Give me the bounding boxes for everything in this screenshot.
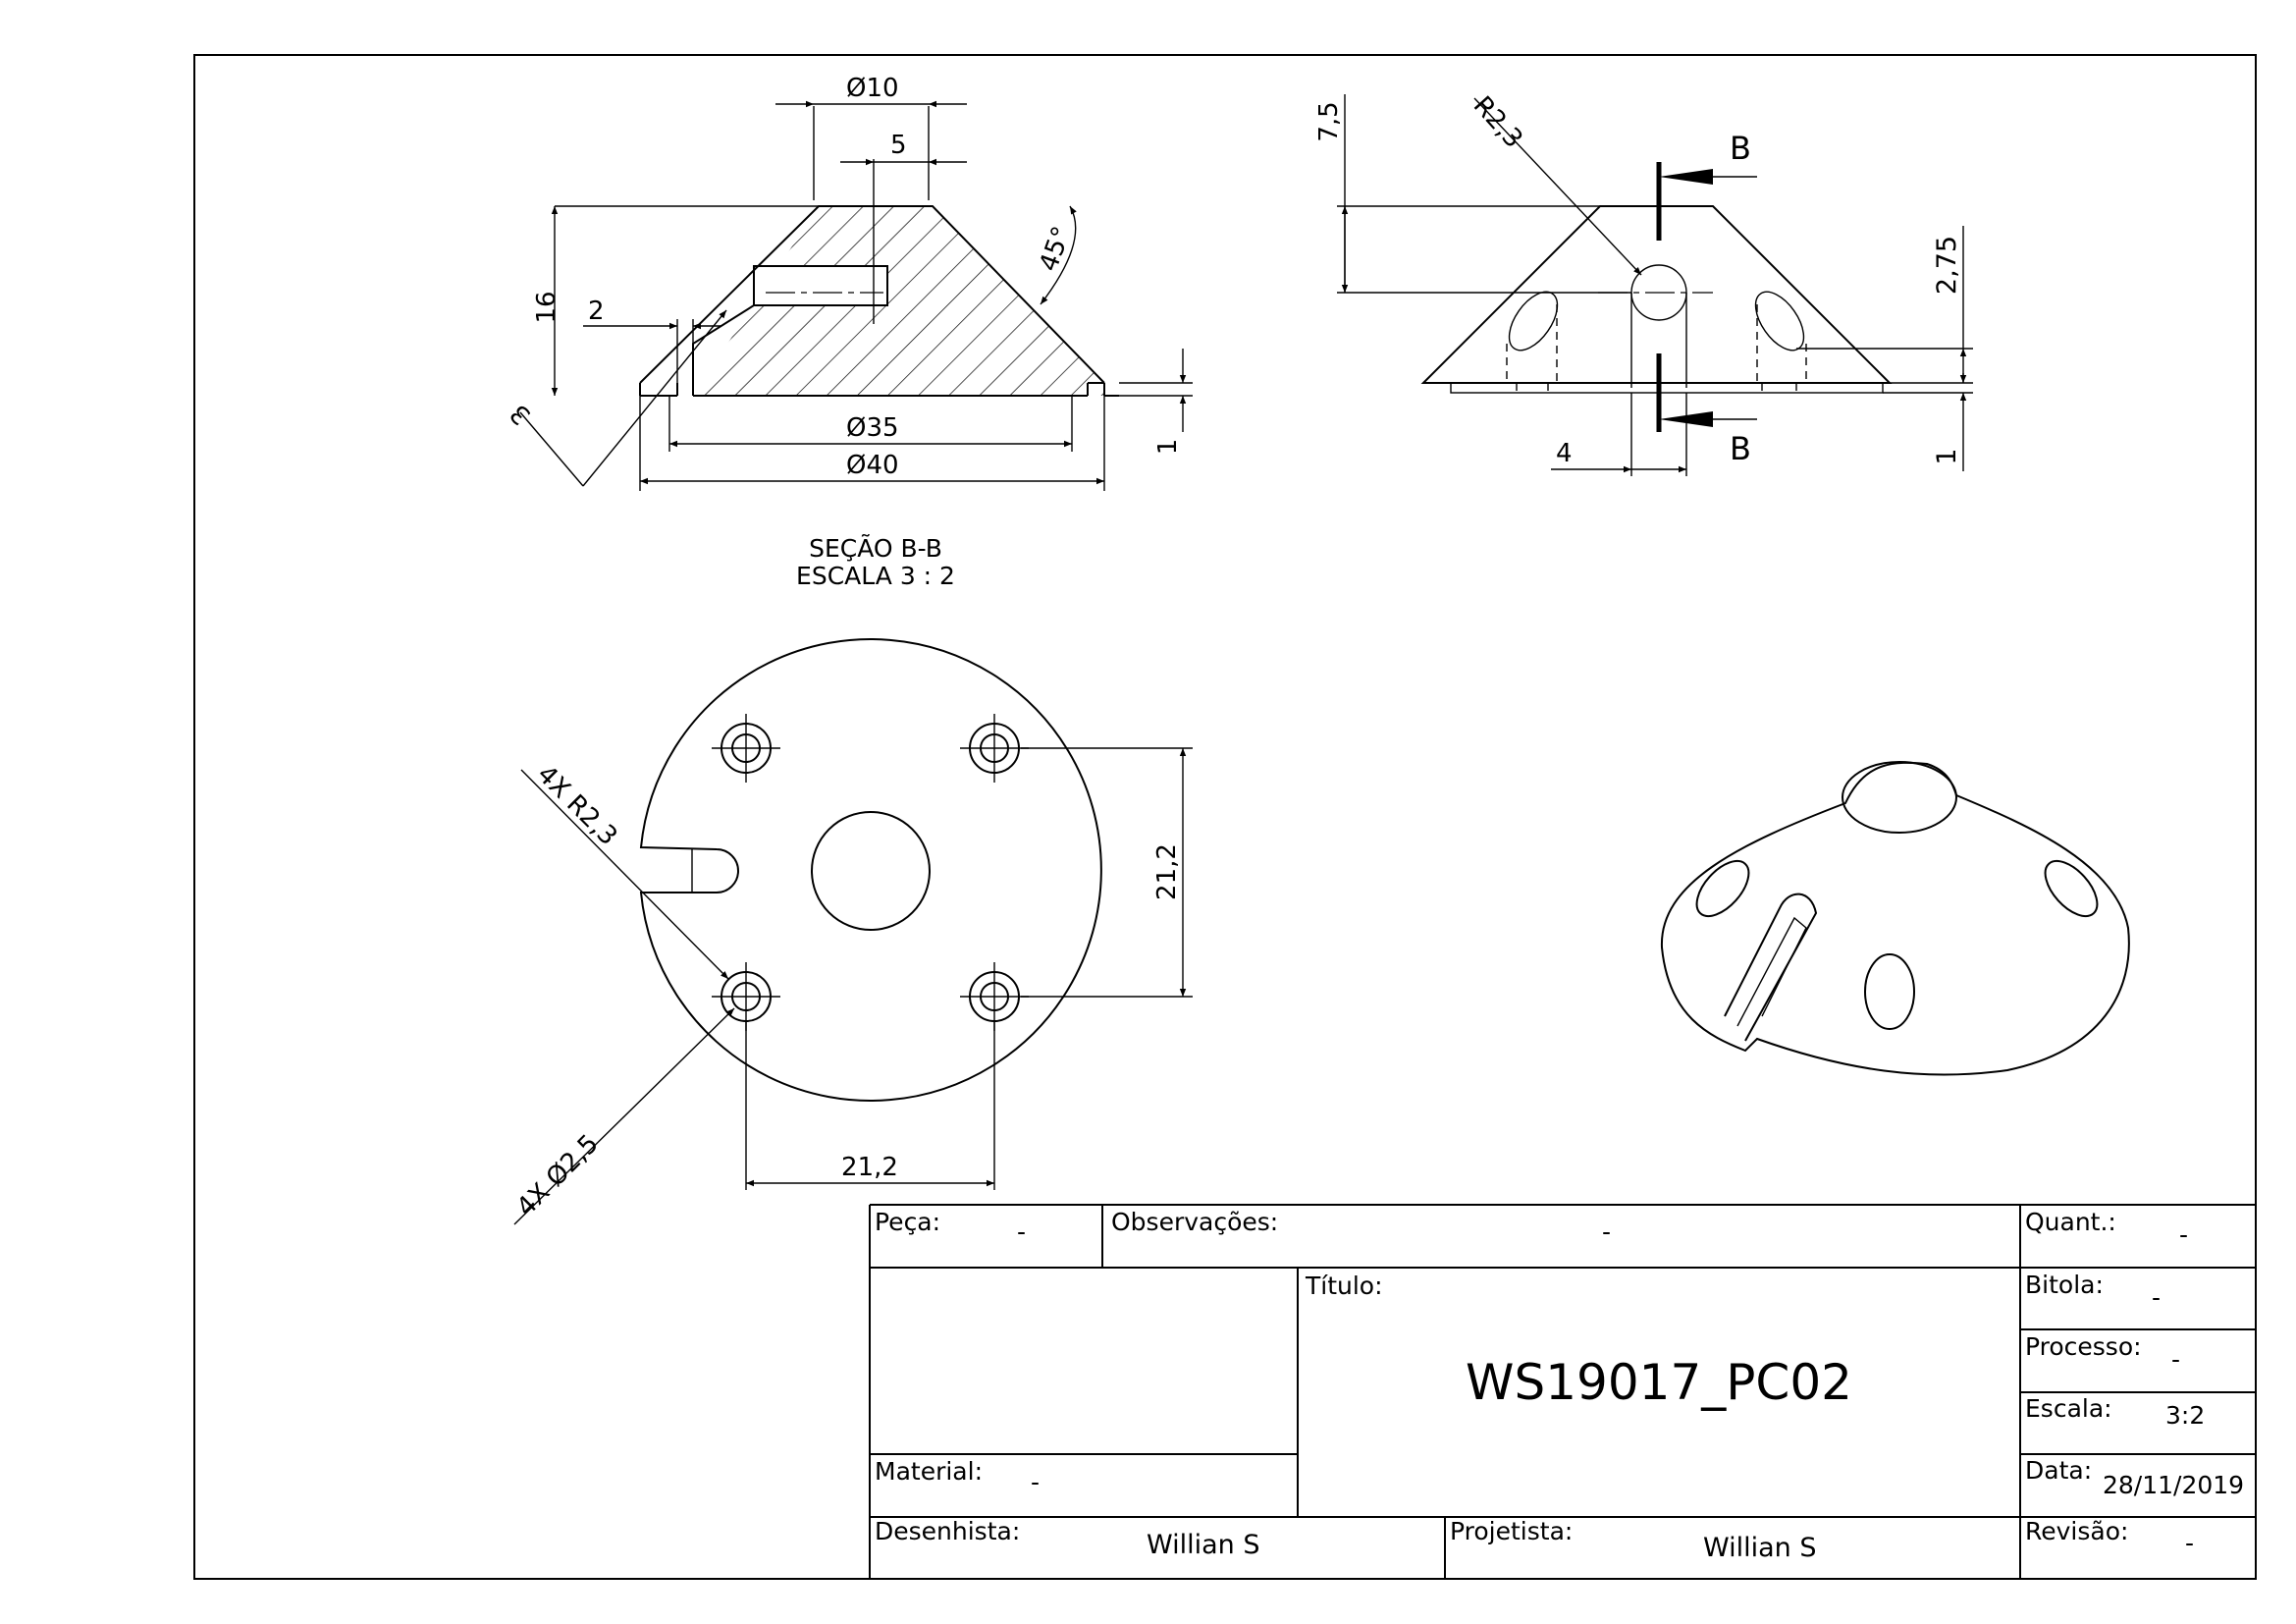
title-block: Peça: - Observações: - Quant.: - Título:… <box>869 1204 2256 1579</box>
bolt-hole-tl <box>712 714 780 783</box>
dim-front-1: 1 <box>1932 448 1962 464</box>
observacoes-value: - <box>1602 1218 1611 1246</box>
peca-value: - <box>1017 1218 1026 1246</box>
dim-1: 1 <box>1153 439 1183 456</box>
bolt-hole-tr <box>960 714 1029 783</box>
quant-value: - <box>2179 1220 2188 1249</box>
iso-slot <box>1724 893 1818 1042</box>
dim-h21-2: 21,2 <box>841 1153 898 1182</box>
desenhista-value: Willian S <box>1147 1530 1260 1560</box>
section-scale: ESCALA 3 : 2 <box>796 562 955 590</box>
dim-4x-r2-3: 4X R2,3 <box>531 760 622 851</box>
front-base-flange <box>1450 382 1884 394</box>
dim-5: 5 <box>890 131 907 160</box>
front-hole-left <box>1508 291 1559 352</box>
bolt-hole-br <box>960 962 1029 1031</box>
dim-v21-2: 21,2 <box>1152 843 1182 900</box>
top-view: 21,2 21,2 4X R2,3 4X Ø2,5 <box>511 638 1193 1225</box>
dim-7-5: 7,5 <box>1314 101 1344 141</box>
dim-d40: Ø40 <box>846 451 899 480</box>
escala-label: Escala: <box>2025 1394 2112 1423</box>
titulo-label: Título: <box>1305 1272 1383 1300</box>
dim-45: 45° <box>1034 223 1077 276</box>
top-outline <box>639 638 1102 1102</box>
section-letter-top: B <box>1730 130 1751 167</box>
dim-d35: Ø35 <box>846 413 899 443</box>
dim-4: 4 <box>1556 439 1573 468</box>
data-label: Data: <box>2025 1456 2092 1485</box>
bitola-label: Bitola: <box>2025 1271 2104 1299</box>
front-hole-right <box>1754 291 1805 352</box>
top-center-hole <box>811 811 931 931</box>
material-value: - <box>1031 1468 1040 1496</box>
section-letter-bottom: B <box>1730 430 1751 467</box>
material-label: Material: <box>875 1457 983 1486</box>
iso-top-hole <box>1842 761 1957 834</box>
revisao-label: Revisão: <box>2025 1517 2128 1545</box>
dim-2: 2 <box>588 297 605 326</box>
section-title: SEÇÃO B-B <box>809 533 942 563</box>
titulo-value: WS19017_PC02 <box>1466 1354 1852 1411</box>
projetista-value: Willian S <box>1703 1533 1817 1563</box>
dim-4x-d2-5: 4X Ø2,5 <box>511 1129 605 1222</box>
dim-16: 16 <box>532 291 561 323</box>
bitola-value: - <box>2152 1283 2161 1312</box>
data-value: 28/11/2019 <box>2103 1471 2244 1499</box>
front-view: B B 7,5 R2,3 2,75 1 4 <box>1314 91 1973 476</box>
dim-2-75: 2,75 <box>1932 236 1962 295</box>
section-outline <box>639 205 1105 384</box>
isometric-view <box>1660 761 2130 1076</box>
escala-value: 3:2 <box>2165 1401 2205 1430</box>
processo-value: - <box>2171 1345 2180 1374</box>
section-view: Ø10 5 16 2 3 45° Ø35 Ø40 <box>505 74 1193 590</box>
desenhista-label: Desenhista: <box>875 1517 1020 1545</box>
dim-d10: Ø10 <box>846 74 899 103</box>
projetista-label: Projetista: <box>1450 1517 1573 1545</box>
peca-label: Peça: <box>875 1208 940 1236</box>
revisao-value: - <box>2185 1529 2194 1557</box>
quant-label: Quant.: <box>2025 1208 2116 1236</box>
processo-label: Processo: <box>2025 1332 2142 1361</box>
sheet-border <box>193 54 2257 1580</box>
observacoes-label: Observações: <box>1111 1208 1278 1236</box>
section-hatch <box>693 206 1104 396</box>
